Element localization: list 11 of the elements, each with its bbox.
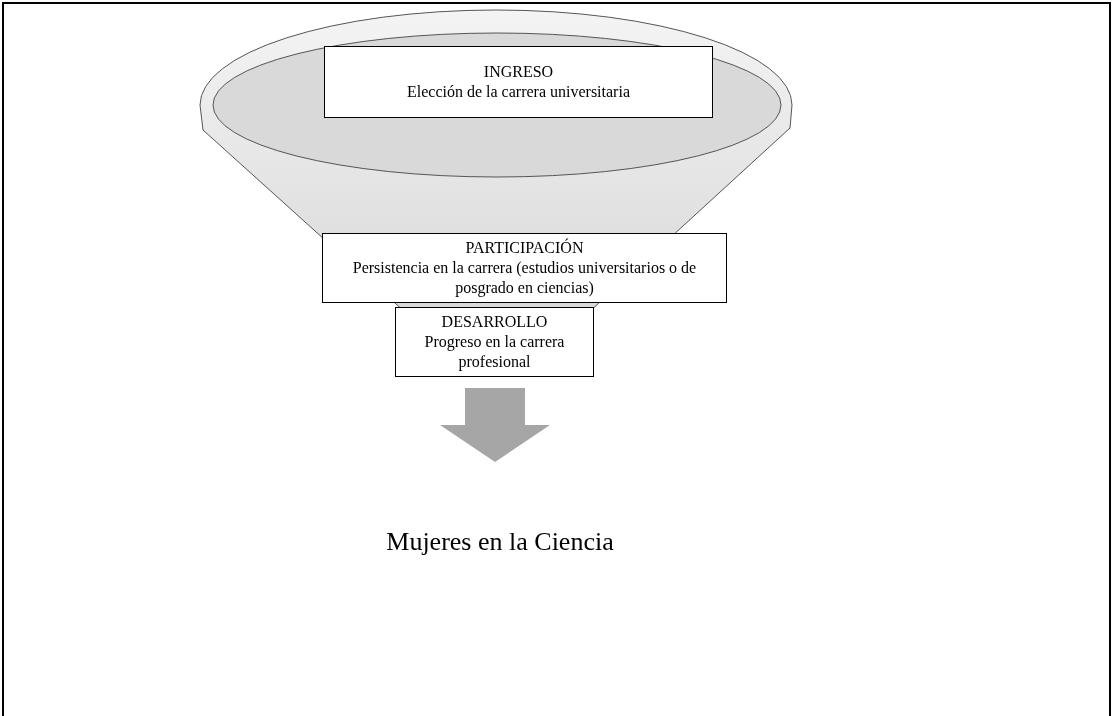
stage-heading: DESARROLLO — [440, 312, 549, 332]
stage-box — [322, 233, 727, 303]
outcome-text: Mujeres en la Ciencia — [385, 526, 615, 558]
stage-box — [395, 307, 594, 377]
stage-description: Persistencia en la carrera (estudios universitarios o de posgrado en ciencias) — [351, 258, 698, 298]
stage-box — [324, 46, 713, 118]
stage-description: Progreso en la carrera profesional — [423, 332, 566, 372]
stage-heading: PARTICIPACIÓN — [464, 238, 585, 258]
stage-description: Elección de la carrera universitaria — [406, 82, 631, 102]
stage-heading: INGRESO — [482, 62, 555, 82]
arrow — [440, 388, 550, 462]
